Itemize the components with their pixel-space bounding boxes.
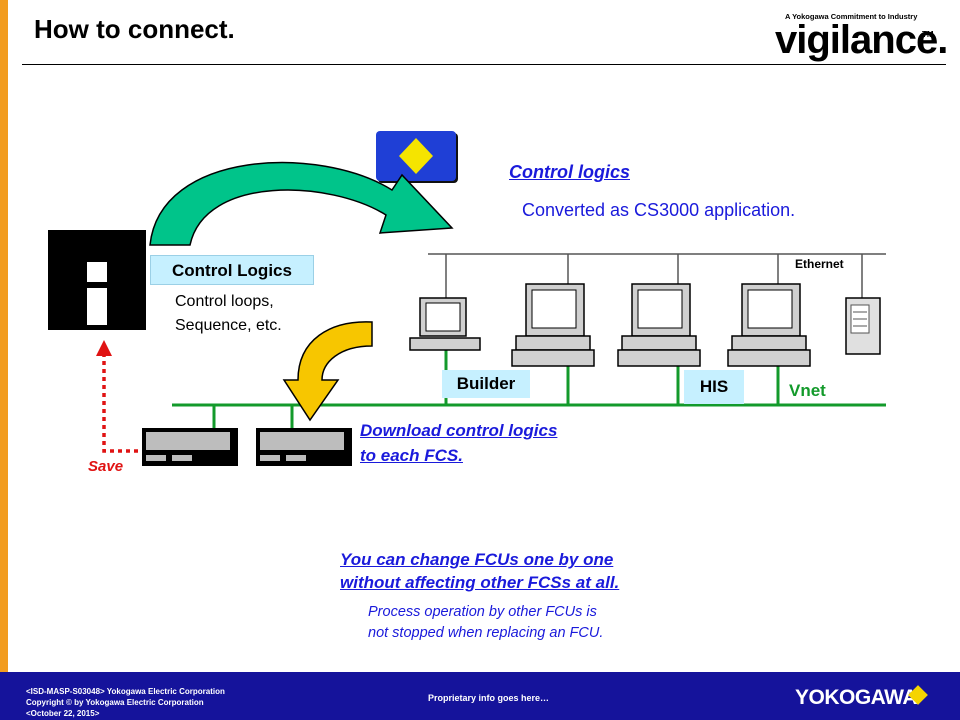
- title-divider: [22, 64, 946, 65]
- footer-date: <October 22, 2015>: [26, 709, 100, 718]
- network-diagram: [48, 131, 886, 466]
- save-path: [96, 340, 138, 453]
- download-line2: to each FCS.: [360, 446, 463, 465]
- ethernet-label: Ethernet: [795, 257, 844, 271]
- control-loops-text: Control loops, Sequence, etc.: [175, 290, 282, 338]
- control-loops-line2: Sequence, etc.: [175, 317, 282, 334]
- save-label: Save: [88, 458, 124, 475]
- process-operation-text: Process operation by other FCUs is not s…: [368, 602, 603, 644]
- control-logics-subtitle: Converted as CS3000 application.: [522, 200, 796, 220]
- vnet-label: Vnet: [789, 381, 826, 400]
- footer-proprietary: Proprietary info goes here…: [428, 693, 550, 703]
- fcs-rack-icon: [256, 428, 352, 466]
- download-text: Download control logics to each FCS.: [360, 418, 557, 468]
- workstation-icon: [511, 283, 595, 367]
- accent-stripe: [0, 0, 8, 672]
- footer-doc-id: <ISD-MASP-S03048> Yokogawa Electric Corp…: [26, 687, 225, 696]
- workstation-icon: [727, 283, 811, 367]
- change-line1: You can change FCUs one by one: [340, 550, 614, 569]
- change-fcu-text: You can change FCUs one by one without a…: [340, 548, 619, 594]
- change-line2: without affecting other FCSs at all.: [340, 573, 620, 592]
- footer-copyright: Copyright © by Yokogawa Electric Corpora…: [26, 698, 204, 707]
- vigilance-logo: vigilance.: [775, 18, 948, 62]
- logo-tagline: A Yokogawa Commitment to Industry: [785, 12, 918, 21]
- logo-trademark: TM: [922, 30, 934, 39]
- page-title: How to connect.: [34, 14, 235, 44]
- builder-box: Builder: [442, 370, 530, 398]
- control-logics-box: Control Logics: [150, 255, 314, 285]
- yellow-curved-arrow: [282, 321, 373, 422]
- workstation-icon: [409, 297, 481, 351]
- ethernet-bus: [428, 253, 886, 298]
- server-tower-icon: [845, 297, 881, 355]
- process-line2: not stopped when replacing an FCU.: [368, 625, 604, 641]
- yokogawa-logo: YOKOGAWA: [795, 686, 918, 709]
- diamond-disk-icon: [376, 131, 458, 183]
- fcs-rack-icon: [142, 428, 238, 466]
- his-box: HIS: [684, 370, 744, 404]
- info-i-icon: [48, 230, 146, 330]
- green-curved-arrow: [149, 161, 454, 246]
- control-loops-line1: Control loops,: [175, 293, 274, 310]
- footer-doc-info: <ISD-MASP-S03048> Yokogawa Electric Corp…: [26, 686, 225, 719]
- footer-bar: [0, 672, 960, 720]
- workstation-icon: [617, 283, 701, 367]
- control-logics-title: Control logics: [509, 162, 630, 182]
- download-line1: Download control logics: [360, 421, 558, 440]
- process-line1: Process operation by other FCUs is: [368, 604, 597, 620]
